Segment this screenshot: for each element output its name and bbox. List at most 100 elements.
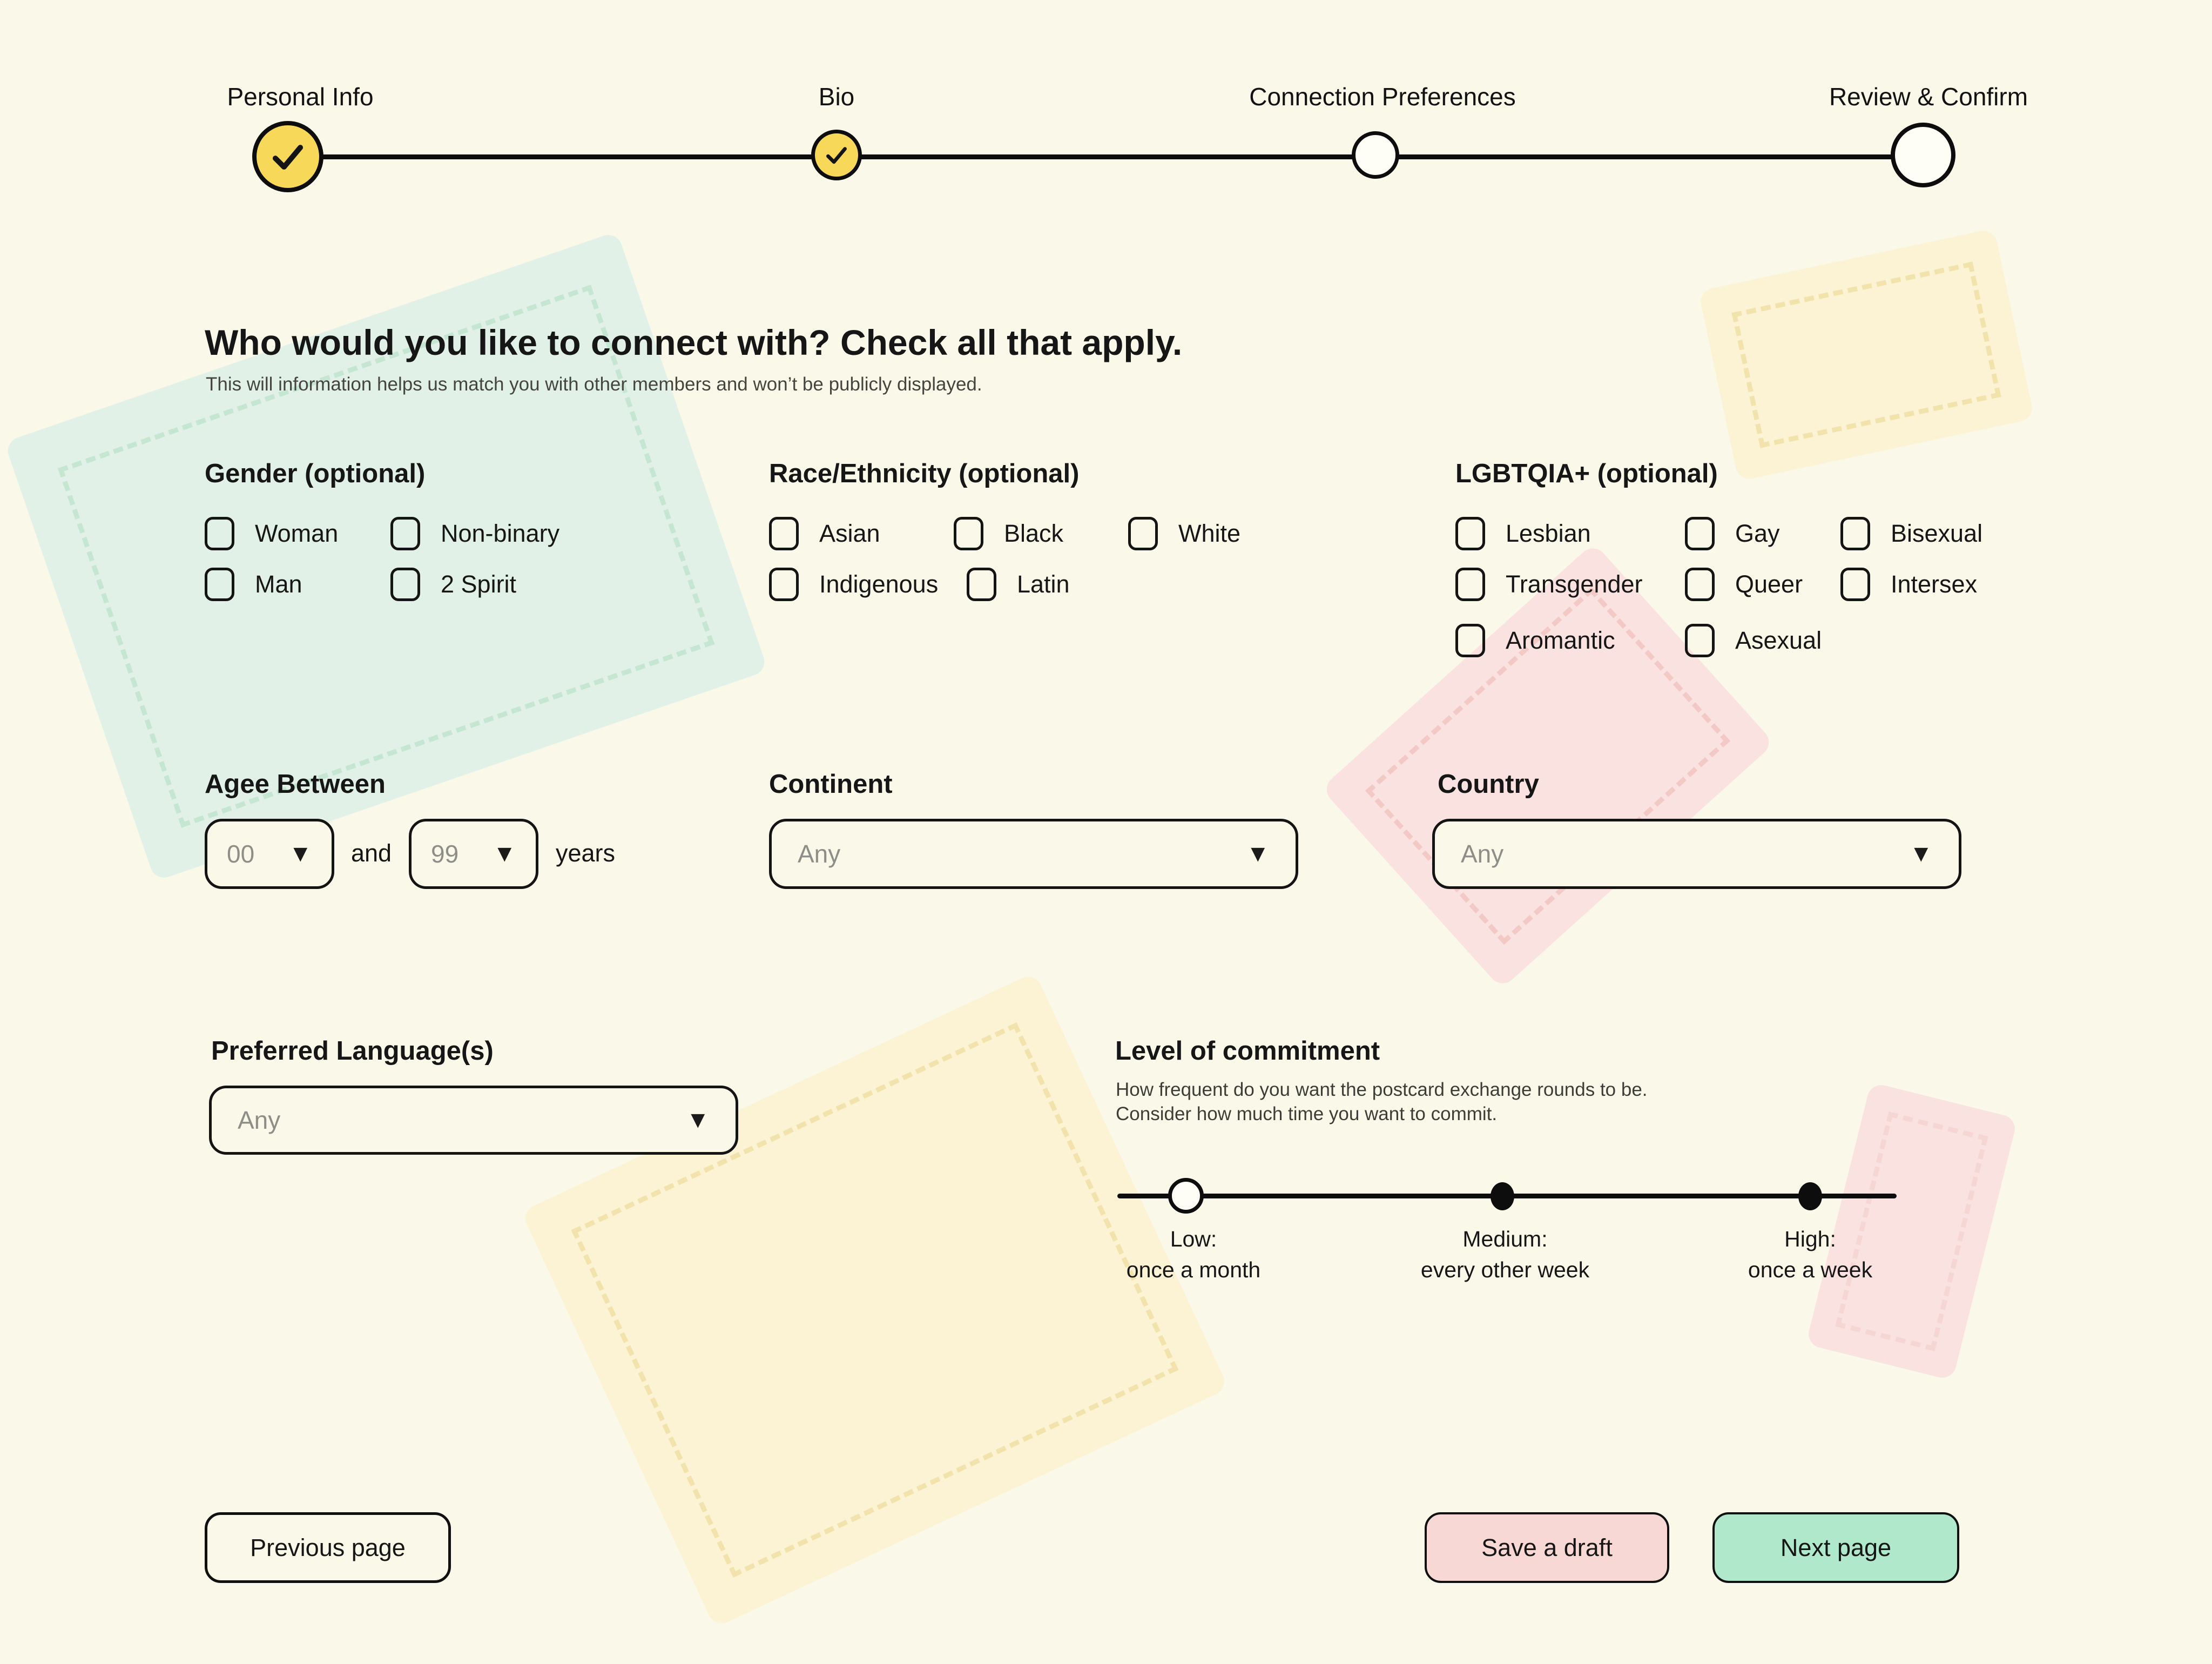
checkbox-box[interactable] xyxy=(1685,624,1715,657)
age-conjunction: and xyxy=(351,839,392,867)
checkbox-box[interactable] xyxy=(1685,517,1715,550)
age-suffix: years xyxy=(556,839,616,867)
gender-group-label: Gender (optional) xyxy=(205,459,426,488)
checkbox-intersex[interactable]: Intersex xyxy=(1840,567,1977,602)
checkbox-label: Bisexual xyxy=(1891,520,1983,547)
stepper-step-bio-circle[interactable] xyxy=(811,130,862,180)
commitment-label: Level of commitment xyxy=(1115,1036,1380,1066)
checkbox-woman[interactable]: Woman xyxy=(205,516,338,551)
checkbox-non-binary[interactable]: Non-binary xyxy=(390,516,559,551)
save-draft-button[interactable]: Save a draft xyxy=(1425,1512,1669,1583)
continent-value: Any xyxy=(798,840,841,868)
page-title: Who would you like to connect with? Chec… xyxy=(205,322,1183,362)
checkbox-box[interactable] xyxy=(1840,517,1870,550)
lgbtqia-group-label: LGBTQIA+ (optional) xyxy=(1455,459,1718,488)
checkbox-asexual[interactable]: Asexual xyxy=(1685,623,1822,658)
checkbox-label: Non-binary xyxy=(441,520,560,547)
commitment-slider-thumb-low[interactable] xyxy=(1168,1178,1204,1214)
level-title: Low: xyxy=(1170,1227,1217,1251)
continent-label: Continent xyxy=(769,770,893,799)
age-to-value: 99 xyxy=(431,840,459,868)
checkbox-lesbian[interactable]: Lesbian xyxy=(1455,516,1591,551)
checkbox-label: Black xyxy=(1004,520,1064,547)
checkbox-label: Lesbian xyxy=(1506,520,1591,547)
next-page-button[interactable]: Next page xyxy=(1712,1512,1959,1583)
checkbox-indigenous[interactable]: Indigenous xyxy=(769,567,938,602)
checkbox-aromantic[interactable]: Aromantic xyxy=(1455,623,1615,658)
check-icon xyxy=(826,147,847,164)
stamp-decoration-yellow-top-right xyxy=(1698,228,2035,482)
stepper-line xyxy=(288,154,1924,159)
age-to-dropdown[interactable]: 99 ▼ xyxy=(409,819,538,889)
checkbox-label: Indigenous xyxy=(819,570,939,598)
checkbox-black[interactable]: Black xyxy=(954,516,1063,551)
stepper-step-connection-preferences-circle[interactable] xyxy=(1352,131,1399,179)
stepper-label-review-confirm: Review & Confirm xyxy=(1829,83,2028,111)
commitment-level-high: High: once a week xyxy=(1748,1224,1872,1285)
commitment-level-medium: Medium: every other week xyxy=(1421,1224,1589,1285)
checkbox-man[interactable]: Man xyxy=(205,567,302,602)
chevron-down-icon: ▼ xyxy=(1909,840,1933,867)
country-dropdown[interactable]: Any ▼ xyxy=(1432,819,1961,889)
age-from-value: 00 xyxy=(227,840,255,868)
checkbox-label: Woman xyxy=(255,520,339,547)
chevron-down-icon: ▼ xyxy=(288,840,312,867)
country-value: Any xyxy=(1461,840,1504,868)
checkbox-box[interactable] xyxy=(390,517,420,550)
commitment-slider-dot-medium[interactable] xyxy=(1491,1182,1514,1210)
commitment-level-low: Low: once a month xyxy=(1127,1224,1260,1285)
checkbox-2-spirit[interactable]: 2 Spirit xyxy=(390,567,516,602)
checkbox-label: Latin xyxy=(1017,570,1070,598)
checkbox-box[interactable] xyxy=(769,568,799,601)
age-from-dropdown[interactable]: 00 ▼ xyxy=(205,819,334,889)
checkbox-box[interactable] xyxy=(1128,517,1158,550)
checkbox-box[interactable] xyxy=(1840,568,1870,601)
age-between-label: Agee Between xyxy=(205,770,386,799)
checkbox-label: Intersex xyxy=(1891,570,1978,598)
checkbox-asian[interactable]: Asian xyxy=(769,516,880,551)
previous-page-button[interactable]: Previous page xyxy=(205,1512,451,1583)
checkbox-box[interactable] xyxy=(1455,568,1485,601)
chevron-down-icon: ▼ xyxy=(686,1107,710,1133)
checkbox-box[interactable] xyxy=(769,517,799,550)
checkbox-gay[interactable]: Gay xyxy=(1685,516,1780,551)
commitment-description-line1: How frequent do you want the postcard ex… xyxy=(1116,1079,1648,1100)
checkbox-label: Asexual xyxy=(1735,626,1822,654)
continent-dropdown[interactable]: Any ▼ xyxy=(769,819,1298,889)
stepper-step-review-confirm-circle[interactable] xyxy=(1891,123,1955,187)
level-detail: every other week xyxy=(1420,1257,1590,1282)
commitment-description-line2: Consider how much time you want to commi… xyxy=(1116,1103,1498,1124)
checkbox-bisexual[interactable]: Bisexual xyxy=(1840,516,1982,551)
page-subtitle: This will information helps us match you… xyxy=(206,374,982,395)
checkbox-box[interactable] xyxy=(1455,624,1485,657)
level-title: Medium: xyxy=(1462,1227,1548,1251)
checkbox-label: Gay xyxy=(1735,520,1780,547)
checkbox-label: 2 Spirit xyxy=(441,570,517,598)
preferred-language-dropdown[interactable]: Any ▼ xyxy=(209,1086,738,1155)
checkbox-queer[interactable]: Queer xyxy=(1685,567,1803,602)
stepper-label-bio: Bio xyxy=(818,83,855,111)
stepper-label-connection-preferences: Connection Preferences xyxy=(1249,83,1516,111)
stamp-decoration-yellow-bottom xyxy=(521,972,1229,1628)
chevron-down-icon: ▼ xyxy=(1246,840,1270,867)
checkbox-white[interactable]: White xyxy=(1128,516,1240,551)
checkbox-box[interactable] xyxy=(205,568,234,601)
level-detail: once a week xyxy=(1748,1257,1873,1282)
checkbox-box[interactable] xyxy=(967,568,996,601)
checkbox-box[interactable] xyxy=(1455,517,1485,550)
stepper-label-personal-info: Personal Info xyxy=(227,83,374,111)
checkbox-box[interactable] xyxy=(205,517,234,550)
checkbox-box[interactable] xyxy=(1685,568,1715,601)
stepper-step-personal-info-circle[interactable] xyxy=(252,121,323,192)
checkbox-transgender[interactable]: Transgender xyxy=(1455,567,1642,602)
stamp-decoration-pink-middle xyxy=(1321,542,1775,989)
checkbox-label: Transgender xyxy=(1506,570,1643,598)
checkbox-box[interactable] xyxy=(954,517,983,550)
checkbox-box[interactable] xyxy=(390,568,420,601)
race-group-label: Race/Ethnicity (optional) xyxy=(769,459,1080,488)
level-detail: once a month xyxy=(1126,1257,1261,1282)
preferred-language-value: Any xyxy=(238,1106,281,1134)
checkbox-latin[interactable]: Latin xyxy=(967,567,1070,602)
commitment-slider-dot-high[interactable] xyxy=(1798,1182,1822,1210)
checkbox-label: White xyxy=(1178,520,1241,547)
